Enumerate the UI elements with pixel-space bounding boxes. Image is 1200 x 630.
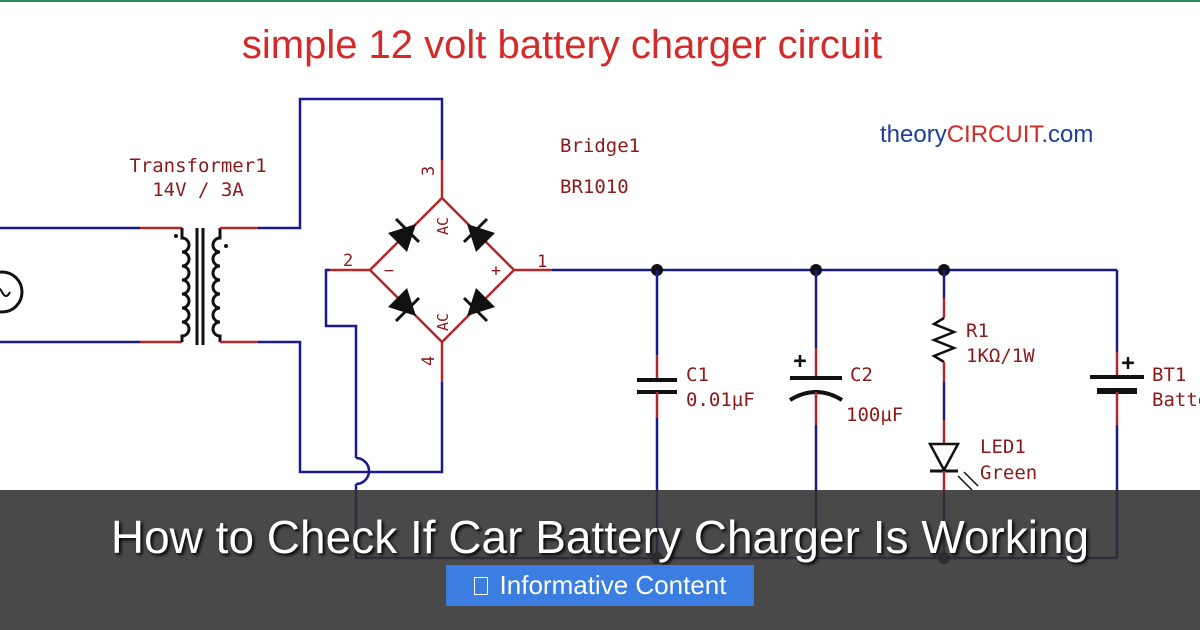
led1-name: LED1 — [980, 436, 1026, 458]
led1-color: Green — [980, 462, 1037, 484]
resistor-r1-symbol — [930, 270, 958, 444]
transformer-rating: 14V / 3A — [152, 179, 244, 201]
bridge-pin-4: 4 — [419, 356, 439, 366]
bt1-value: Batte — [1152, 389, 1200, 411]
c2-polarity: + — [793, 349, 806, 374]
c2-name: C2 — [850, 364, 873, 386]
bridge-pin-2: 2 — [343, 251, 353, 271]
c1-name: C1 — [686, 364, 709, 386]
bridge-ac-label-top: AC — [434, 217, 452, 235]
bridge-part: BR1010 — [560, 176, 629, 198]
c2-value: 100µF — [846, 404, 903, 426]
ac-source-symbol — [0, 270, 24, 314]
bridge-leads — [330, 160, 552, 382]
bt1-polarity: + — [1121, 351, 1134, 376]
r1-name: R1 — [966, 320, 989, 342]
c1-value: 0.01µF — [686, 389, 755, 411]
bt1-name: BT1 — [1152, 364, 1186, 386]
brand-text: theoryCIRCUIT.com — [880, 121, 1093, 148]
bridge-minus: − — [384, 261, 394, 281]
bridge-pin-3: 3 — [419, 166, 439, 176]
article-headline: How to Check If Car Battery Charger Is W… — [110, 511, 1090, 563]
r1-value: 1KΩ/1W — [966, 345, 1035, 367]
transformer-name: Transformer1 — [129, 155, 266, 177]
bridge-plus: + — [491, 261, 501, 281]
transformer-symbol — [174, 228, 228, 345]
document-icon — [473, 576, 488, 595]
capacitor-c1-symbol — [637, 270, 677, 558]
bridge-pin-1: 1 — [537, 252, 547, 272]
primary-wires — [0, 226, 182, 344]
diagram-title: simple 12 volt battery charger circuit — [242, 23, 882, 67]
caption-overlay — [0, 490, 1200, 630]
bridge-rectifier-symbol — [368, 196, 516, 344]
category-badge[interactable]: Informative Content — [446, 565, 754, 606]
badge-label: Informative Content — [499, 570, 727, 600]
bridge-ac-label-bottom: AC — [434, 313, 452, 331]
bridge-name: Bridge1 — [560, 135, 640, 157]
